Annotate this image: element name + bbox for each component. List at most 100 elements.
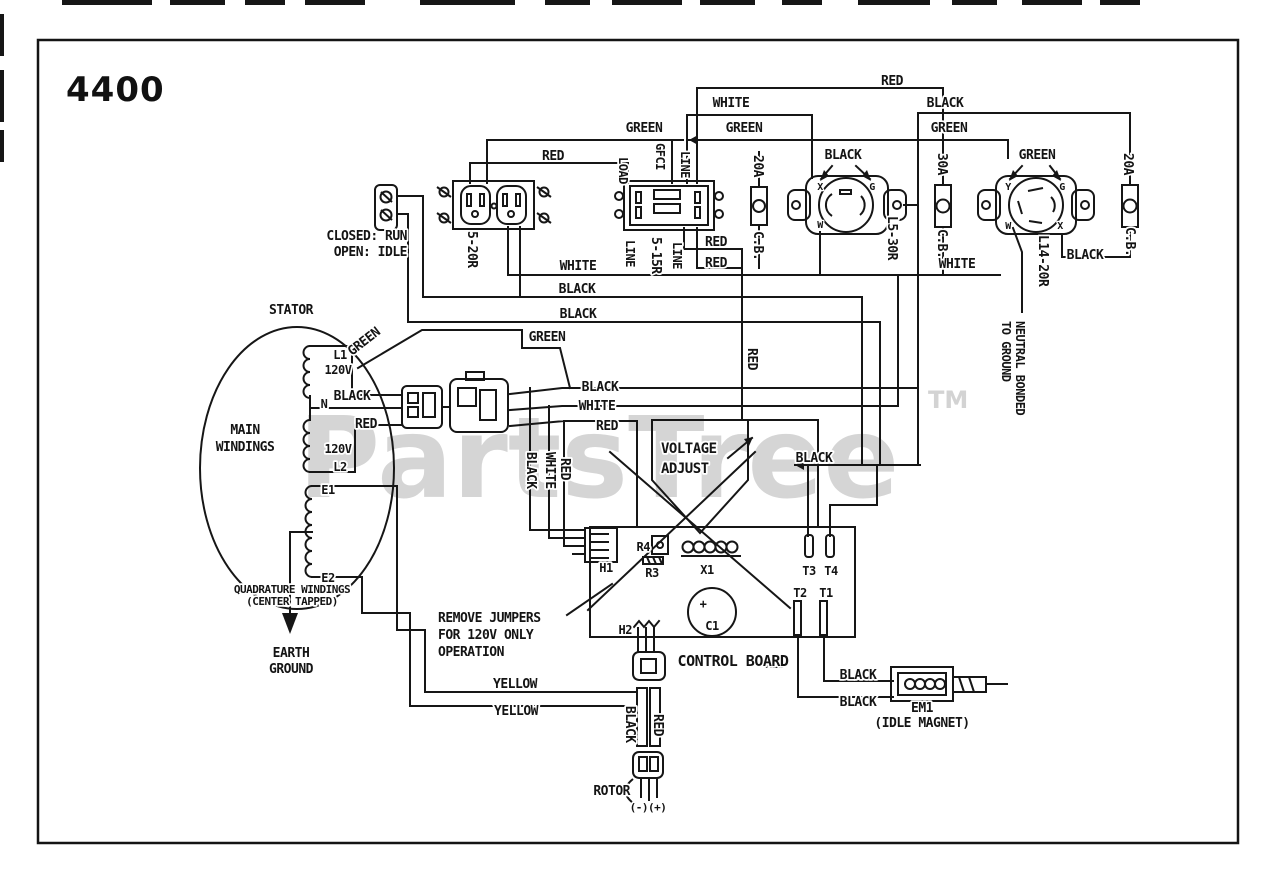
- t4-label: T4: [824, 564, 838, 578]
- t4-terminal: [825, 534, 835, 558]
- wire-label-red: RED: [705, 256, 728, 271]
- components: [199, 175, 1139, 804]
- wire-label-red: RED: [705, 235, 728, 250]
- gfci-receptacle-5-15r: [614, 180, 724, 231]
- t3-terminal: [804, 534, 814, 558]
- wire-label-red: RED: [355, 417, 378, 432]
- watermark: PartsTree TM: [298, 386, 968, 524]
- wire-label-black: BLACK: [334, 389, 371, 404]
- wire-label-black: BLACK: [1067, 248, 1104, 263]
- l530-terminal-w: W: [817, 220, 824, 231]
- wire-label-black: BLACK: [796, 451, 833, 466]
- main-winding-2-coil: [302, 419, 311, 473]
- voltage-adjust-line2: ADJUST: [661, 461, 709, 477]
- gfci-label: 5-15R: [648, 237, 663, 274]
- wire-green-left: [486, 139, 684, 184]
- wire-label-white: WHITE: [939, 257, 976, 272]
- r3-resistor: [642, 556, 664, 565]
- idle-switch: [374, 184, 398, 231]
- switch-closed-label: CLOSED: RUN: [326, 229, 407, 244]
- watermark-text: PartsTree: [298, 394, 899, 524]
- winding-e1-label: E1: [321, 483, 335, 497]
- control-board-label: CONTROL BOARD: [678, 652, 789, 670]
- voltage-adjust-line1: VOLTAGE: [661, 441, 717, 457]
- winding-l1-label: L1: [333, 348, 347, 362]
- wire-fan-black: [508, 387, 919, 531]
- earth-ground-arrow: [282, 613, 298, 634]
- arrow-green: [689, 135, 698, 145]
- twistlock-receptacle-l5-30r: [787, 175, 907, 235]
- wire-fan-red: [508, 420, 638, 547]
- c1-label: C1: [705, 619, 719, 633]
- l530-terminal-x: X: [817, 182, 823, 193]
- wire-label-black: BLACK: [582, 380, 619, 395]
- cb20r-amps-label: 20A: [1120, 153, 1135, 176]
- l1420-terminal-w: W: [1005, 221, 1012, 232]
- wire-stator-e2-yellow: [311, 576, 638, 707]
- main-windings-line2: WINDINGS: [216, 440, 275, 455]
- wire-stator-n: [309, 395, 403, 421]
- wire-gfci-red-b: [696, 227, 743, 269]
- wire-label-white: WHITE: [713, 96, 750, 111]
- jumper-note-line3: OPERATION: [438, 645, 505, 660]
- neutral-bonded-line2: TO GROUND: [999, 321, 1013, 382]
- wire-white-top: [686, 114, 813, 184]
- main-windings-line1: MAIN: [230, 423, 260, 438]
- quadrature-line2: (CENTER TAPPED): [246, 595, 338, 608]
- wire-black-top-right: [919, 112, 1131, 186]
- twistlock-receptacle-l14-20r: [977, 175, 1095, 235]
- em1-label: EM1: [911, 701, 934, 716]
- duplex-receptacle-5-20r: [436, 180, 552, 230]
- l1420-label: L14-20R: [1035, 235, 1050, 287]
- wire-label-green: GREEN: [931, 121, 968, 136]
- h1-label: H1: [599, 561, 613, 575]
- wire-gfci-red-a: [683, 227, 743, 250]
- t1-label: T1: [819, 586, 833, 600]
- h2-label: H2: [619, 623, 633, 637]
- t2-terminal: [793, 600, 802, 636]
- gfci-load-label: LOAD: [616, 157, 630, 184]
- quadrature-line1: QUADRATURE WINDINGS: [234, 583, 350, 596]
- gfci-name-label: GFCI: [653, 143, 667, 170]
- h2-pins: [632, 619, 661, 653]
- harness-connector: [401, 371, 509, 433]
- cb20-amps-label: 20A: [750, 155, 765, 178]
- wire-t4-feed: [829, 464, 878, 537]
- wire-label-red: RED: [765, 657, 785, 671]
- wire-label-red-vertical: RED: [557, 458, 572, 481]
- wire-cb20r-bottom: [1061, 226, 1131, 258]
- wire-t2-em1: [797, 635, 894, 698]
- cb-label: C.B.: [1122, 227, 1137, 256]
- wire-green-mid: [688, 139, 1009, 159]
- cb-label: C.B.: [750, 231, 765, 260]
- wire-label-black: BLACK: [825, 148, 862, 163]
- winding-n-label: N: [321, 397, 328, 411]
- gfci-line-label: LINE: [623, 240, 637, 267]
- h1-connector: [584, 527, 618, 563]
- model-number: 4400: [66, 70, 165, 110]
- l1420-terminal-y: Y: [1005, 182, 1011, 193]
- control-board: [584, 526, 856, 638]
- l530-label: L5-30R: [884, 216, 899, 261]
- cb-label: C.B.: [934, 229, 949, 258]
- wire-stator-l1: [309, 345, 403, 396]
- rotor-harness: [624, 651, 666, 804]
- r4-trimmer: [651, 535, 669, 555]
- wire-label-white-vertical: WHITE: [542, 452, 557, 489]
- c1-plus: +: [700, 597, 707, 611]
- arrow-black465: [795, 460, 804, 470]
- wire-label-black-vertical: BLACK: [622, 706, 637, 743]
- wire-label-yellow: YELLOW: [493, 677, 538, 692]
- jumper-note-line1: REMOVE JUMPERS: [438, 611, 541, 626]
- l530-terminal-g: G: [869, 182, 875, 193]
- arrow-voltage-adjust: [744, 437, 753, 446]
- wire-red-top: [696, 87, 944, 186]
- watermark-tm: TM: [928, 386, 968, 414]
- wire-label-red: RED: [596, 419, 619, 434]
- rotor-polarity: (-)(+): [630, 801, 667, 814]
- h1-pins: [572, 529, 586, 555]
- neutral-bonded-note: NEUTRAL BONDED TO GROUND: [999, 321, 1027, 422]
- rotor-pins: [640, 777, 658, 801]
